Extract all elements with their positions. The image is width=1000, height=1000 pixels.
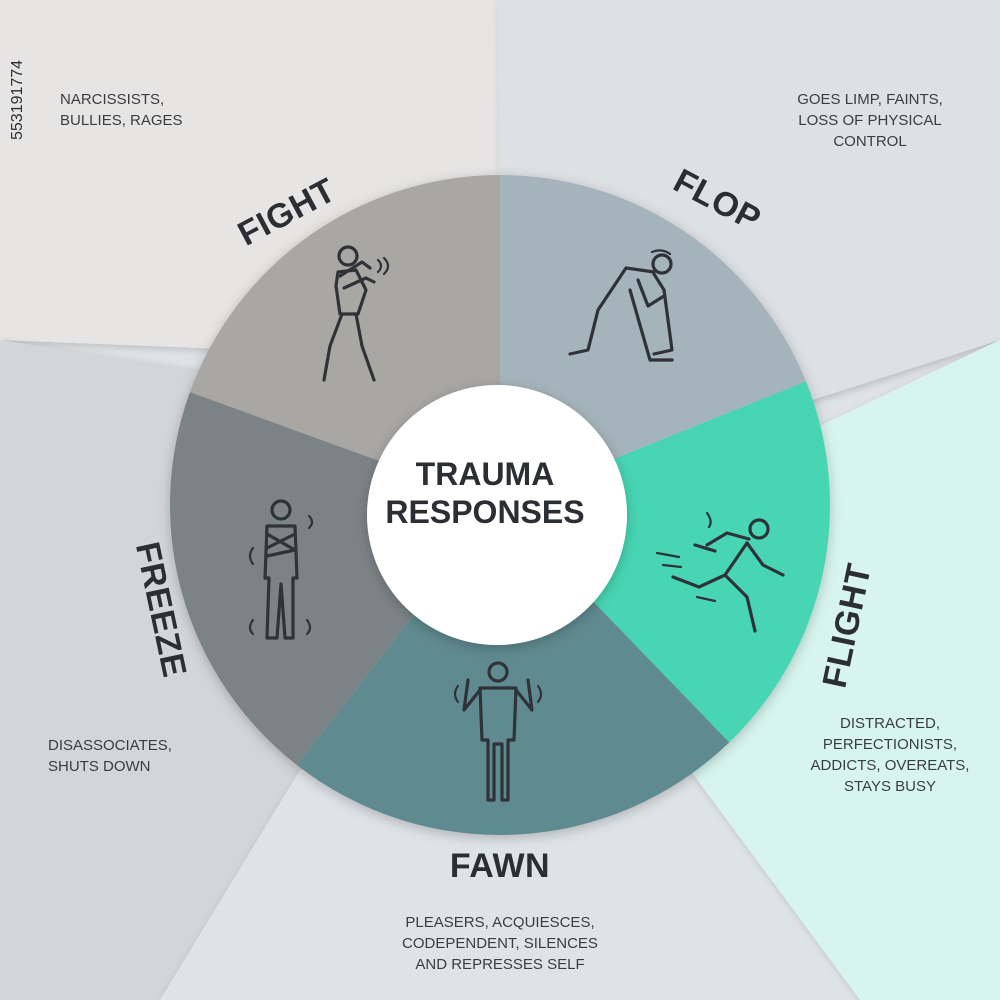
fawn-wedge [296,505,730,836]
flight-wedge [500,381,830,743]
frozen-figure-icon [248,499,314,640]
fawn-background-panel [160,770,860,1000]
fawn-title: FAWN [450,847,550,885]
center-title-line1: TRAUMA [415,456,555,492]
shrugging-figure-icon [453,661,543,802]
center-title-line2: RESPONSES [385,494,585,530]
stock-watermark-id: 553191774 [9,60,26,140]
flight-description: DISTRACTED, PERFECTIONISTS, ADDICTS, OVE… [810,715,970,795]
fight-description: NARCISSISTS, BULLIES, RAGES [60,91,183,129]
freeze-description: DISASSOCIATES, SHUTS DOWN [48,737,172,775]
fighting-figure-icon [322,245,390,382]
center-title: TRAUMA RESPONSES [370,455,600,531]
svg-text:553191774: 553191774 [9,60,26,140]
fawn-description: PLEASERS, ACQUIESCES, CODEPENDENT, SILEN… [402,914,598,973]
running-figure-icon [655,511,785,633]
center-circle [367,385,627,645]
fainting-figure-icon [568,249,674,362]
flop-description: GOES LIMP, FAINTS, LOSS OF PHYSICAL CONT… [797,91,943,150]
